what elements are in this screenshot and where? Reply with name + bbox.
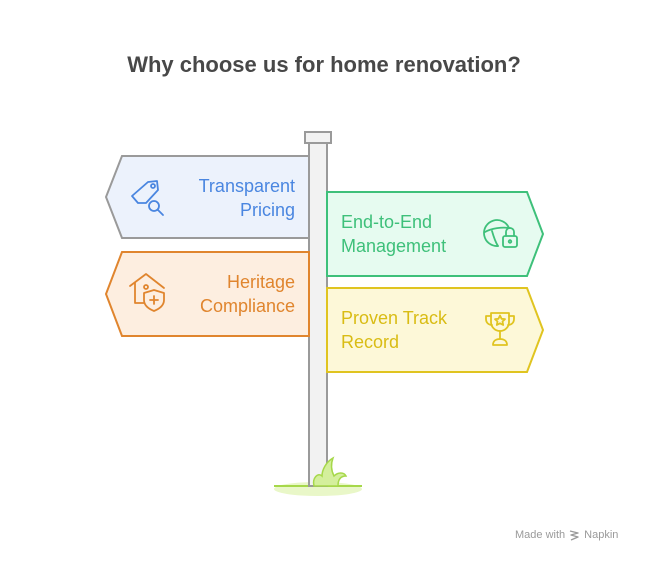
- sign-label-line2: Record: [341, 332, 400, 352]
- sign-end-to-end-management-label: End-to-End Management: [341, 210, 476, 258]
- grass-tuft-icon: [312, 456, 348, 487]
- sign-proven-track-record: [326, 287, 545, 373]
- sign-label-line2: Pricing: [239, 200, 295, 220]
- sign-label-line2: Compliance: [199, 296, 295, 316]
- sign-label-line1: Heritage: [226, 272, 295, 292]
- made-with-label: Made with: [515, 529, 566, 541]
- sign-label-line1: End-to-End: [341, 212, 433, 232]
- sign-label-line1: Proven Track: [341, 308, 448, 328]
- sign-transparent-pricing-label: Transparent Pricing: [160, 174, 295, 222]
- price-tag-search-icon: [131, 180, 164, 216]
- sign-heritage-compliance: [104, 251, 310, 337]
- sign-label-line1: Transparent: [198, 176, 295, 196]
- signpost-pole: [308, 141, 328, 487]
- napkin-logo-icon: [569, 529, 579, 541]
- sign-label-line2: Management: [341, 236, 447, 256]
- sign-end-to-end-management: [326, 191, 545, 277]
- napkin-brand-label: Napkin: [584, 529, 619, 541]
- house-shield-icon: [129, 273, 165, 312]
- sign-transparent-pricing: [104, 155, 310, 239]
- sign-proven-track-record-label: Proven Track Record: [341, 306, 476, 354]
- sign-heritage-compliance-label: Heritage Compliance: [160, 270, 295, 318]
- footer-watermark[interactable]: Made with Napkin: [515, 529, 618, 541]
- globe-lock-icon: [483, 219, 518, 248]
- page-title: Why choose us for home renovation?: [127, 52, 521, 77]
- trophy-star-icon: [485, 312, 515, 346]
- signpost-cap: [304, 131, 332, 144]
